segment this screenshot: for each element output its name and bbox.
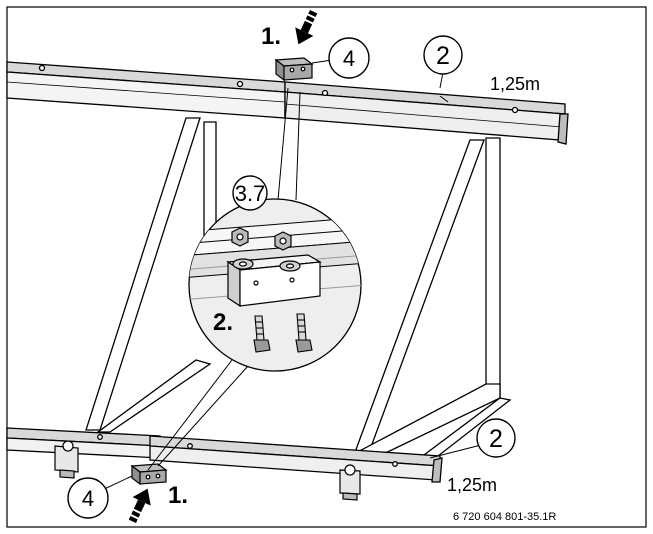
callout-2-top-text: 2 xyxy=(436,42,450,70)
step-1-top-label: 1. xyxy=(261,23,281,50)
callout-circle-4-bottom xyxy=(67,477,109,519)
arrow-down-icon xyxy=(295,9,318,45)
hex-nut-icon xyxy=(274,231,301,272)
callout-circle-2-bottom xyxy=(476,418,516,458)
foot-bracket-left xyxy=(54,440,79,479)
bottom-rail-left xyxy=(6,427,161,459)
bolt-icon xyxy=(253,315,271,353)
hex-nut-icon xyxy=(231,227,254,270)
step-2-label: 2. xyxy=(213,309,233,336)
strut-back-brace xyxy=(349,383,501,472)
figure-frame xyxy=(6,6,647,528)
clamp-plate-icon xyxy=(226,254,322,308)
rail-length-top: 1,25m xyxy=(490,74,540,94)
callout-circle-2-top xyxy=(423,35,463,75)
callout-detail-text: 3.7 xyxy=(235,181,266,206)
bolt-icon xyxy=(295,313,313,353)
top-rail-left xyxy=(6,61,286,119)
figure-code: 6 720 604 801-35.1R xyxy=(453,511,556,523)
support-frame xyxy=(85,117,512,472)
callout-circle-4-top xyxy=(328,37,370,79)
arrow-up-icon xyxy=(128,488,151,524)
bottom-rail-right xyxy=(149,435,443,483)
foot-bracket-right xyxy=(339,464,361,501)
detail-view xyxy=(188,198,362,372)
callout-4-top-text: 4 xyxy=(343,46,355,71)
leader-lines xyxy=(97,59,482,493)
callout-circle-detail xyxy=(232,175,268,211)
callout-2-bottom-text: 2 xyxy=(489,425,503,453)
clamp-plate-icon xyxy=(130,463,168,486)
step-1-bottom-label: 1. xyxy=(168,482,188,509)
rail-length-bottom: 1,25m xyxy=(447,475,497,495)
strut-lower-brace xyxy=(96,359,212,433)
clamp-plate-icon xyxy=(274,57,314,82)
top-rail-right xyxy=(284,81,569,145)
strut-right-vertical xyxy=(485,137,501,399)
callout-4-bottom-text: 4 xyxy=(82,486,94,511)
